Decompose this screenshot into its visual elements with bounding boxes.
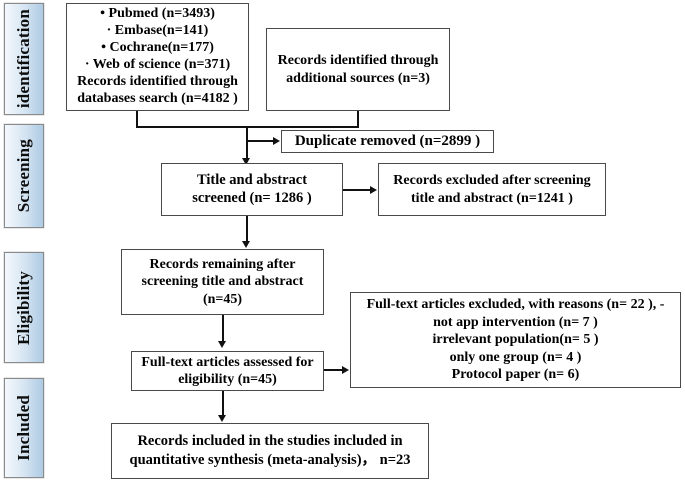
box-records-remaining: Records remaining after screening title … — [121, 249, 324, 315]
box-records-identified-additional: Records identified through additional so… — [266, 28, 450, 111]
box-fulltext-excluded: Full-text articles excluded, with reason… — [350, 292, 681, 388]
arrowhead-into-remaining — [242, 241, 250, 248]
box-records-excluded-screening-text: Records excluded after screening title a… — [393, 173, 591, 206]
box-fulltext-excluded-text: Full-text articles excluded, with reason… — [366, 296, 665, 383]
box-records-identified-databases: • Pubmed (n=3493) · Embase(n=141) • Coch… — [66, 3, 249, 111]
box-fulltext-assessed: Full-text articles assessed for eligibil… — [131, 351, 324, 391]
connector-screened-down — [246, 216, 248, 244]
stage-label-included: Included — [14, 395, 33, 461]
stage-tab-screening: Screening — [4, 124, 44, 228]
arrowhead-into-fulltext-excluded — [342, 365, 349, 374]
stage-label-identification: identification — [14, 9, 33, 109]
connector-merge-down — [246, 126, 248, 162]
connector-remaining-down — [222, 315, 224, 344]
connector-to-duplicate — [246, 140, 274, 142]
arrowhead-into-included — [218, 415, 226, 422]
box-duplicate-removed-text: Duplicate removed (n=2899 ) — [294, 133, 481, 150]
arrowhead-into-screened — [242, 158, 250, 165]
stage-tab-included: Included — [4, 378, 44, 478]
stage-tab-eligibility: Eligibility — [4, 252, 44, 363]
box-records-included-text: Records included in the studies included… — [129, 433, 411, 468]
box-title-abstract-screened: Title and abstract screened (n= 1286 ) — [161, 163, 343, 216]
stage-label-screening: Screening — [14, 139, 33, 213]
connector-screened-to-excluded — [343, 189, 371, 191]
connector-assessed-to-excluded — [324, 369, 343, 371]
box-title-abstract-screened-text: Title and abstract screened (n= 1286 ) — [192, 171, 312, 206]
arrowhead-into-excluded-screening — [370, 185, 377, 194]
connector-additional-down — [357, 111, 359, 127]
stage-tab-identification: identification — [4, 3, 44, 115]
connector-assessed-down — [222, 391, 224, 418]
box-records-identified-databases-text: • Pubmed (n=3493) · Embase(n=141) • Coch… — [77, 6, 238, 106]
box-duplicate-removed: Duplicate removed (n=2899 ) — [281, 130, 494, 153]
box-records-identified-additional-text: Records identified through additional so… — [277, 53, 439, 86]
box-records-excluded-screening: Records excluded after screening title a… — [378, 163, 606, 216]
box-fulltext-assessed-text: Full-text articles assessed for eligibil… — [141, 354, 314, 387]
arrowhead-into-assessed — [218, 341, 226, 348]
box-records-remaining-text: Records remaining after screening title … — [141, 257, 304, 307]
box-records-included: Records included in the studies included… — [111, 423, 429, 479]
stage-label-eligibility: Eligibility — [14, 270, 33, 345]
arrowhead-into-duplicate — [273, 137, 280, 145]
connector-databases-down — [136, 111, 138, 127]
